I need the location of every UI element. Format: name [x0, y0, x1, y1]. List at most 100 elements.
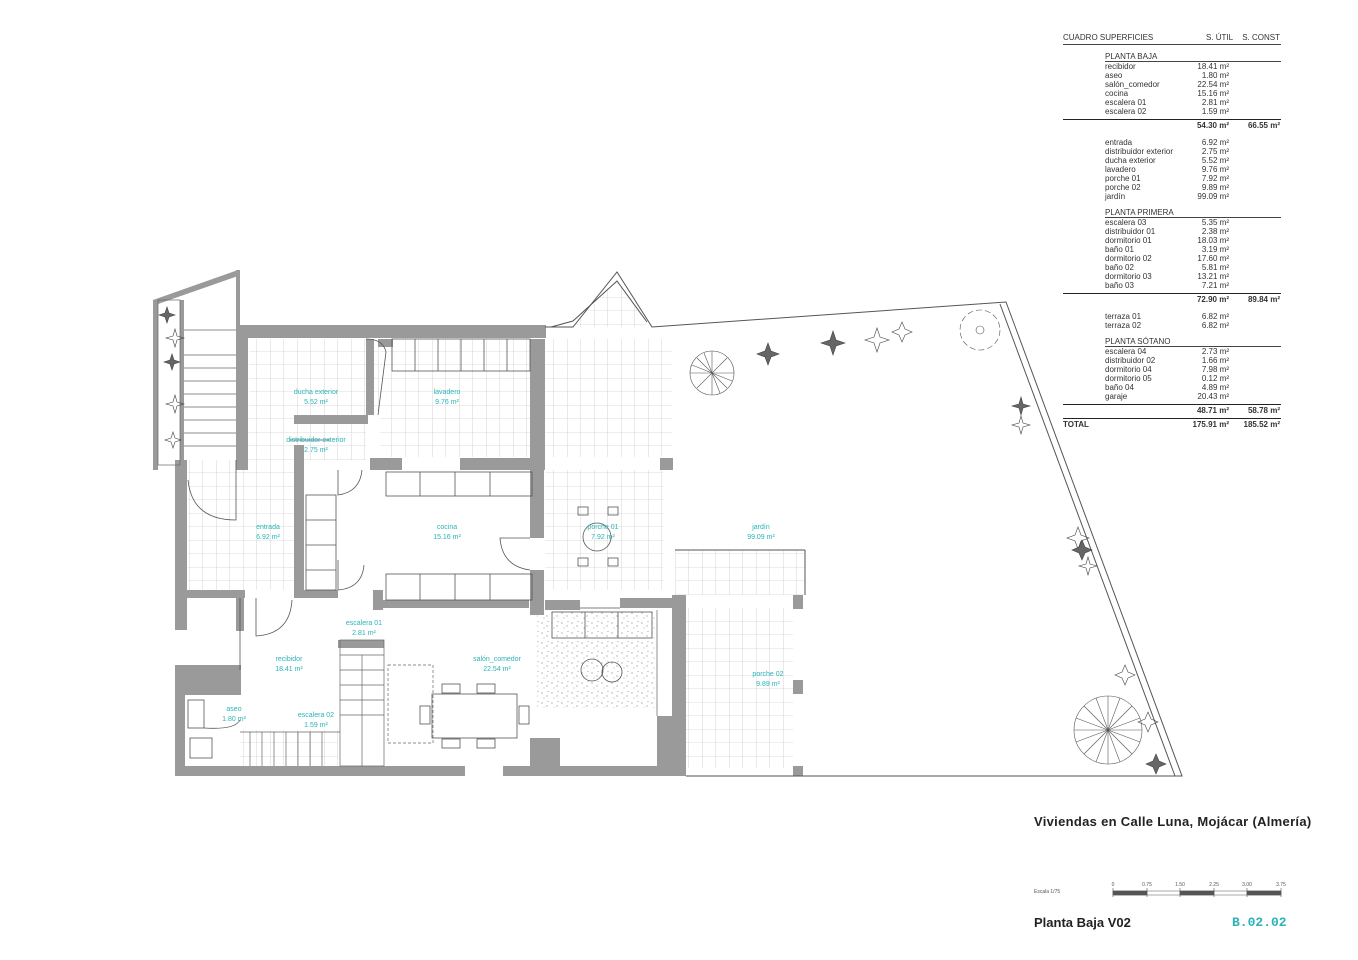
row-name: dormitorio 02 [1105, 254, 1152, 263]
section-title: PLANTA BAJA [1105, 52, 1281, 62]
row-area: 7.21 m² [1201, 281, 1229, 290]
row-name: dormitorio 01 [1105, 236, 1152, 245]
row-name: escalera 04 [1105, 347, 1147, 356]
room-ducha-name: ducha exterior [294, 389, 339, 396]
row-name: aseo [1105, 71, 1123, 80]
walls [153, 270, 803, 776]
row-name: distribuidor 02 [1105, 356, 1156, 365]
table-row: garaje 20.43 m² [1105, 392, 1281, 401]
room-distribuidor-area: 2.75 m² [304, 447, 328, 454]
tiled-floors [188, 280, 805, 768]
row-name: garaje [1105, 392, 1128, 401]
subtotal-util: 54.30 m² [1196, 121, 1229, 130]
room-distribuidor-name: distribuidor exterior [286, 437, 346, 444]
row-area: 13.21 m² [1197, 272, 1229, 281]
row-name: dormitorio 04 [1105, 365, 1152, 374]
scale-ticks: 0 0.75 1.50 2.25 3.00 3.75 [1112, 882, 1286, 888]
garden-plants [158, 306, 1167, 775]
col-util-header: S. ÚTIL [1206, 33, 1234, 42]
table-row: distribuidor 01 2.38 m² [1105, 227, 1281, 236]
row-area: 2.75 m² [1201, 147, 1229, 156]
table-header: CUADRO SUPERFICIES S. ÚTIL S. CONST [1063, 33, 1281, 45]
section-gap [1063, 130, 1281, 138]
room-recibidor-name: recibidor [276, 656, 304, 663]
room-cocina-area: 15.16 m² [433, 534, 461, 541]
row-area: 9.76 m² [1201, 165, 1229, 174]
room-jardin-area: 99.09 m² [747, 534, 775, 541]
scale-tick: 0.75 [1142, 882, 1152, 888]
room-jardin-name: jardín [751, 524, 770, 531]
row-area: 5.35 m² [1201, 218, 1229, 227]
row-area: 1.66 m² [1201, 356, 1229, 365]
row-name: recibidor [1105, 62, 1136, 71]
scale-bar [1112, 888, 1282, 897]
row-area: 6.82 m² [1201, 312, 1229, 321]
table-row: recibidor 18.41 m² [1105, 62, 1281, 71]
row-area: 20.43 m² [1197, 392, 1229, 401]
row-area: 7.92 m² [1201, 174, 1229, 183]
row-area: 0.12 m² [1201, 374, 1229, 383]
row-name: baño 02 [1105, 263, 1134, 272]
table-row: porche 01 7.92 m² [1105, 174, 1281, 183]
table-row: dormitorio 03 13.21 m² [1105, 272, 1281, 281]
room-aseo-area: 1.80 m² [222, 716, 246, 723]
row-area: 1.80 m² [1201, 71, 1229, 80]
row-area: 2.38 m² [1201, 227, 1229, 236]
section-title: PLANTA SÓTANO [1105, 337, 1281, 347]
room-aseo-name: aseo [226, 706, 241, 713]
room-recibidor-area: 18.41 m² [275, 666, 303, 673]
row-name: porche 01 [1105, 174, 1141, 183]
furniture [187, 338, 658, 759]
row-area: 6.92 m² [1201, 138, 1229, 147]
row-name: escalera 01 [1105, 98, 1147, 107]
total-const: 185.52 m² [1243, 420, 1280, 429]
table-row: escalera 01 2.81 m² [1105, 98, 1281, 107]
row-name: porche 02 [1105, 183, 1141, 192]
row-area: 22.54 m² [1197, 80, 1229, 89]
room-escalera1-name: escalera 01 [346, 620, 382, 627]
scale-label: Escala 1/75 [1034, 889, 1061, 895]
table-title: CUADRO SUPERFICIES [1063, 33, 1154, 42]
row-area: 18.41 m² [1197, 62, 1229, 71]
subtotal-const: 58.78 m² [1247, 406, 1280, 415]
row-name: salón_comedor [1105, 80, 1160, 89]
garden-outline [545, 271, 1183, 777]
project-title: Viviendas en Calle Luna, Mojácar (Almerí… [1034, 814, 1312, 829]
room-entrada-area: 6.92 m² [256, 534, 280, 541]
room-escalera1-area: 2.81 m² [352, 630, 376, 637]
scale-tick: 0 [1112, 882, 1115, 888]
row-name: dormitorio 03 [1105, 272, 1152, 281]
table-row: distribuidor 02 1.66 m² [1105, 356, 1281, 365]
row-area: 1.59 m² [1201, 107, 1229, 116]
row-name: cocina [1105, 89, 1129, 98]
row-name: baño 04 [1105, 383, 1134, 392]
garden-trees [689, 309, 1143, 765]
row-area: 5.52 m² [1201, 156, 1229, 165]
table-row: baño 03 7.21 m² [1105, 281, 1281, 290]
total-util: 175.91 m² [1192, 420, 1229, 429]
room-cocina-name: cocina [437, 524, 457, 531]
row-name: baño 01 [1105, 245, 1134, 254]
scale-tick: 3.75 [1276, 882, 1286, 888]
table-row: salón_comedor 22.54 m² [1105, 80, 1281, 89]
row-name: terraza 02 [1105, 321, 1142, 330]
room-salon-name: salón_comedor [473, 656, 522, 663]
table-total: TOTAL 175.91 m² 185.52 m² [1063, 418, 1281, 429]
row-area: 2.81 m² [1201, 98, 1229, 107]
row-name: baño 03 [1105, 281, 1134, 290]
sheet-code: B.02.02 [1232, 915, 1287, 930]
row-name: distribuidor 01 [1105, 227, 1156, 236]
